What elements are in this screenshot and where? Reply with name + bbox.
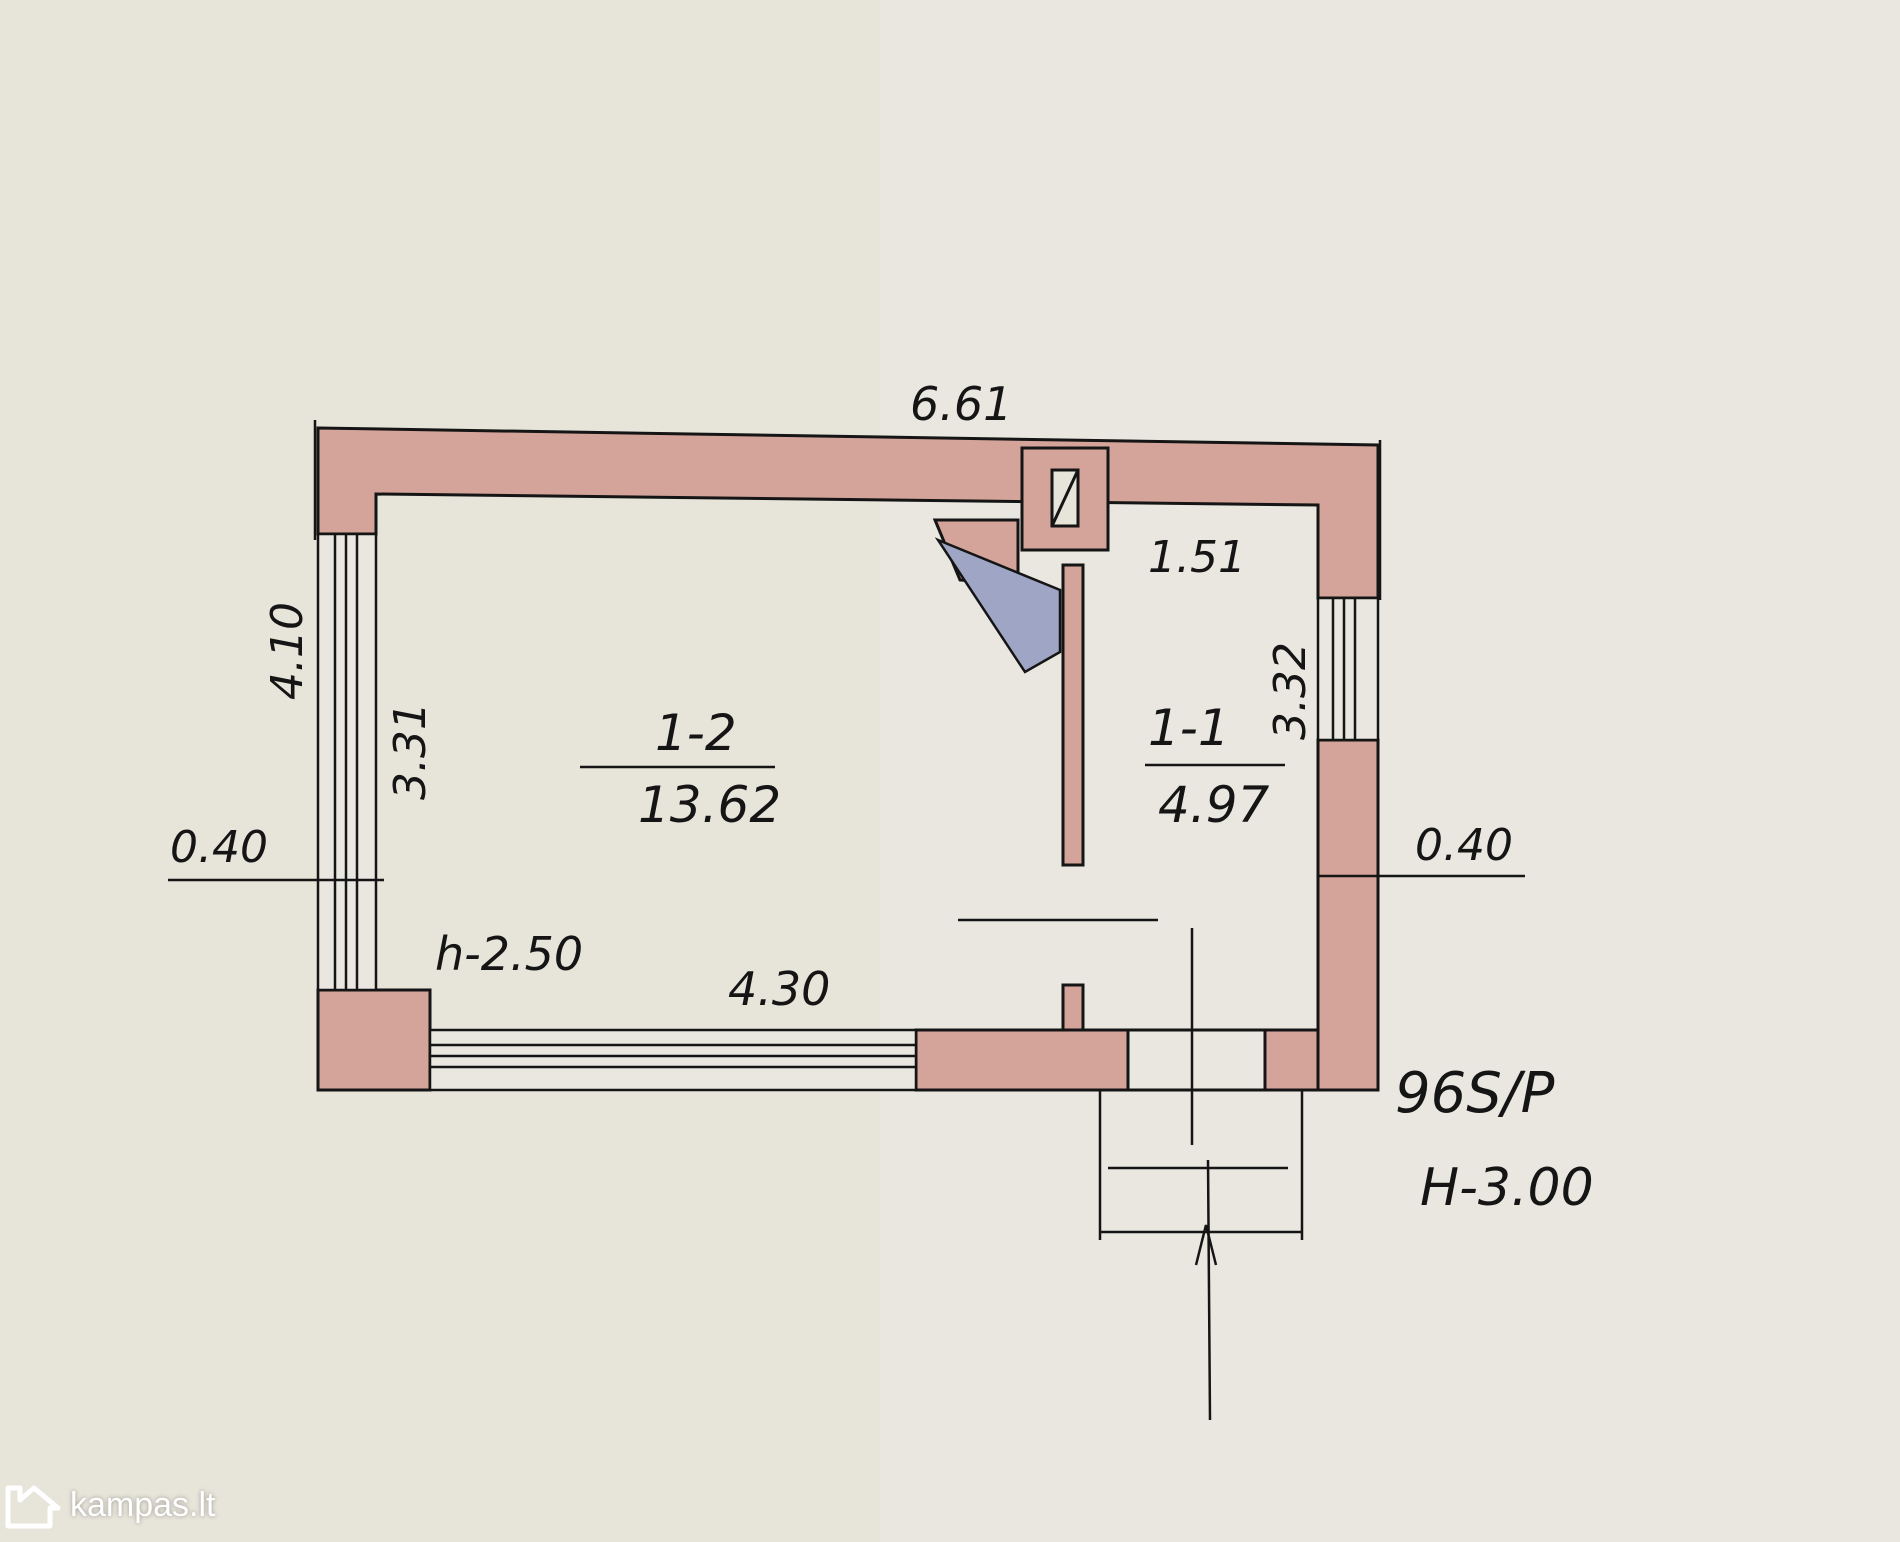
labels: 6.61 1.51 4.10 3.31 3.32 0.40 0.40 4.30 … bbox=[170, 377, 1594, 1218]
door-swing bbox=[934, 537, 1062, 674]
stove bbox=[1020, 446, 1110, 552]
building-height: H-3.00 bbox=[1420, 1158, 1594, 1218]
wall-right bbox=[1316, 738, 1380, 1092]
dim-small-room-length: 1.51 bbox=[1148, 532, 1246, 583]
house-icon bbox=[5, 1485, 61, 1529]
watermark: kampas.lt bbox=[4, 1480, 216, 1530]
dim-wall-left: 0.40 bbox=[170, 822, 268, 873]
wall-bottom-middle bbox=[914, 1028, 1130, 1092]
room-1-2-area: 13.62 bbox=[638, 776, 781, 834]
dim-room-width: 3.31 bbox=[385, 702, 436, 800]
room-1-2-code: 1-2 bbox=[655, 704, 737, 762]
paper-light bbox=[880, 0, 1900, 1542]
dim-inner-length: 4.30 bbox=[728, 962, 830, 1016]
room-1-1-code: 1-1 bbox=[1148, 699, 1230, 757]
building-code: 96S/P bbox=[1395, 1061, 1555, 1126]
entrance-door bbox=[1126, 1028, 1267, 1092]
window-bottom bbox=[428, 1028, 918, 1092]
ink-lines bbox=[168, 420, 1525, 922]
dim-wall-right: 0.40 bbox=[1415, 820, 1513, 871]
window-right bbox=[1316, 596, 1380, 742]
room-1-1-area: 4.97 bbox=[1158, 776, 1270, 834]
dim-overall-width: 4.10 bbox=[262, 602, 313, 700]
entrance-steps bbox=[1098, 928, 1304, 1421]
room-1-2-height: h-2.50 bbox=[435, 927, 583, 981]
partition bbox=[1061, 563, 1085, 1032]
dim-small-room-width: 3.32 bbox=[1265, 642, 1316, 740]
window-left bbox=[316, 532, 378, 992]
wall-left-bottom bbox=[316, 988, 432, 1092]
dim-overall-length: 6.61 bbox=[910, 377, 1012, 431]
watermark-text: kampas.lt bbox=[70, 1485, 216, 1524]
